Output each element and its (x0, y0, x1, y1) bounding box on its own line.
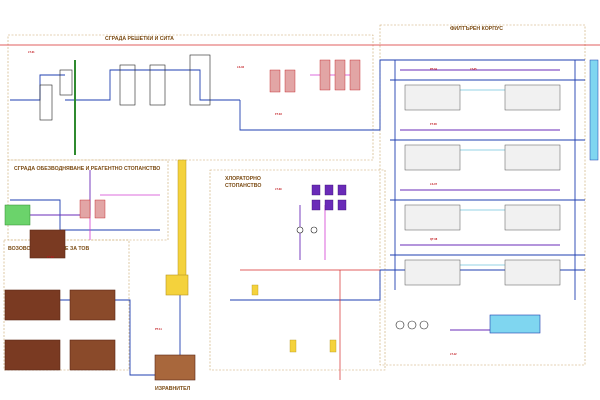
equalizer-pipe (177, 159, 187, 291)
clear-water-tank (489, 314, 541, 334)
tag-2: LS-02 (237, 65, 245, 69)
green-tank (4, 204, 31, 226)
equipment-tags: LT-01 LS-02 FT-03 PT-04 LT-05 FT-06 LS-0… (28, 50, 477, 356)
air-lines (420, 89, 540, 266)
small-dosing-tanks (251, 284, 337, 353)
section-chlorination-label-1: ХЛОРАТОРНО (225, 176, 261, 182)
section-dewatering-label: СГРАДА ОБЕЗВОДНЯВАНЕ И РЕАГЕНТНО СТОПАНС… (14, 166, 160, 172)
tag-4: PT-04 (430, 67, 437, 71)
dosing-units (79, 59, 361, 219)
tag-3: FT-03 (275, 112, 282, 116)
section-chlorination-label-2: СТОПАНСТВО (225, 183, 261, 189)
tag-5: LT-05 (470, 67, 477, 71)
section-equalizer-label: ИЗРАВНИТЕЛ (155, 386, 191, 392)
equalizer-tank (165, 274, 189, 296)
tag-8: QT-08 (430, 237, 438, 241)
outlet-channel (589, 59, 599, 161)
screen-equipment (39, 54, 211, 155)
red-lines (0, 44, 600, 380)
tag-1: LT-01 (28, 50, 35, 54)
tag-12: LT-12 (450, 352, 457, 356)
tag-10: FT-10 (47, 255, 54, 259)
section-screens-label: СГРАДА РЕШЕТКИ И СИТА (105, 36, 174, 42)
section-filter-label: ФИЛТЪРЕН КОРПУС (450, 26, 503, 32)
tag-6: FT-06 (430, 122, 437, 126)
filter-basins (404, 84, 561, 286)
chlorine-cylinders (311, 184, 347, 211)
tag-9: LT-09 (275, 187, 282, 191)
pumps (296, 226, 429, 330)
tag-11: PT-11 (155, 327, 162, 331)
sludge-tanks (4, 229, 196, 381)
tag-7: LS-07 (430, 182, 438, 186)
